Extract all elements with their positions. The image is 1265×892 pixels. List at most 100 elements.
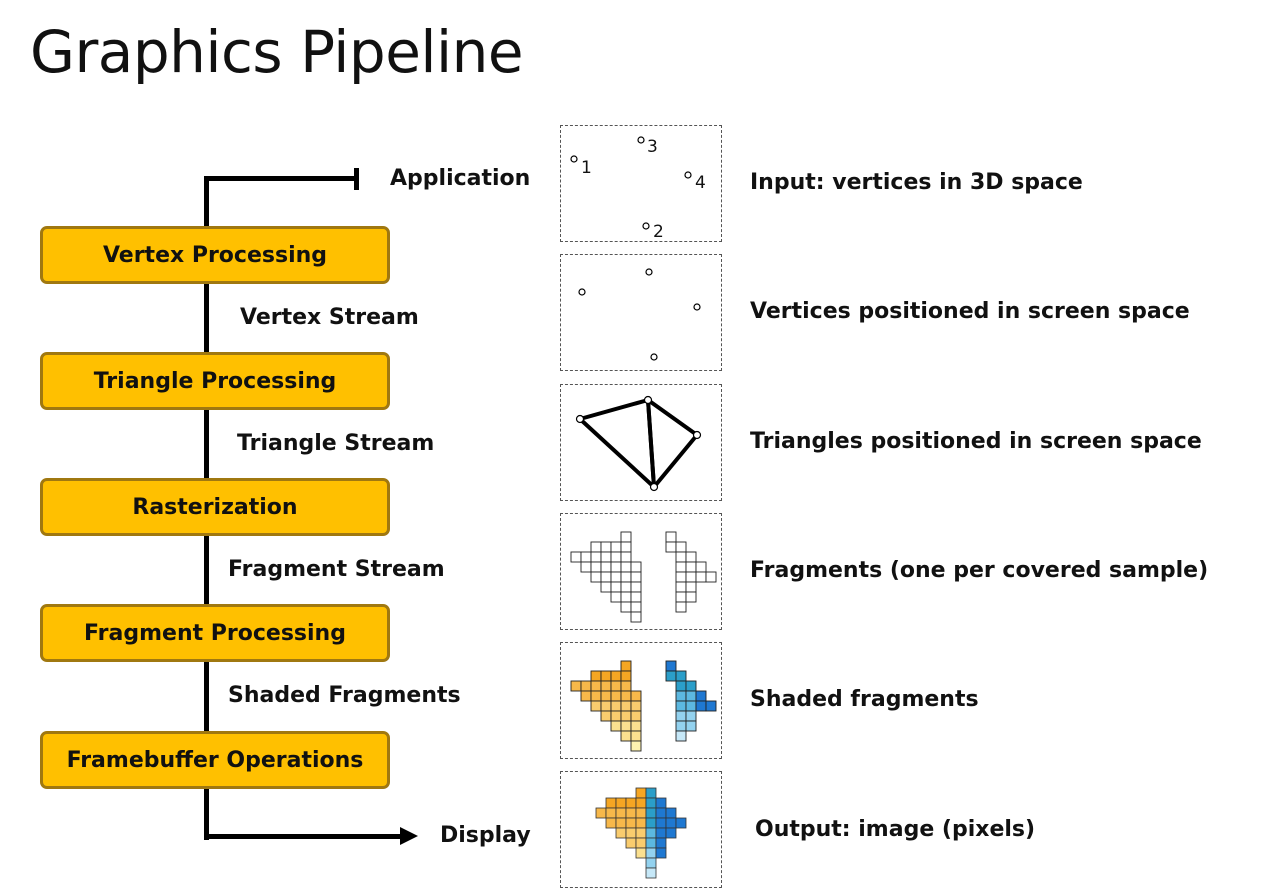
output-pixel (605, 807, 617, 819)
fragment-cell (630, 601, 642, 613)
description-shaded: Shaded fragments (750, 687, 979, 712)
application-label: Application (390, 166, 531, 191)
fragment-cell (665, 541, 677, 553)
stage-triangle-processing: Triangle Processing (40, 352, 390, 410)
vertex-point (693, 303, 701, 311)
output-pixel (635, 847, 647, 859)
fragment-cell (600, 700, 612, 712)
stream-shaded-fragments: Shaded Fragments (228, 683, 461, 708)
fragment-cell (600, 690, 612, 702)
output-pixel (645, 837, 657, 849)
fragment-cell (590, 680, 602, 692)
output-pixel (635, 807, 647, 819)
vertex-label: 3 (647, 137, 658, 157)
fragment-cell (685, 720, 697, 732)
fragment-cell (695, 571, 707, 583)
display-arrow-icon (400, 827, 418, 845)
fragment-cell (675, 730, 687, 742)
fragments-svg (570, 531, 717, 623)
vertex-point (570, 155, 578, 163)
fragment-cell (620, 601, 632, 613)
fragment-cell (580, 680, 592, 692)
description-output: Output: image (pixels) (755, 817, 1036, 842)
fragment-cell (590, 571, 602, 583)
output-pixel (615, 827, 627, 839)
fragment-cell (685, 700, 697, 712)
fragment-cell (675, 601, 687, 613)
fragment-cell (675, 581, 687, 593)
output-pixel (655, 827, 667, 839)
fragment-cell (675, 700, 687, 712)
fragment-cell (685, 680, 697, 692)
fragment-cell (580, 551, 592, 563)
stage-label: Framebuffer Operations (66, 747, 364, 773)
fragment-cell (630, 740, 642, 752)
output-pixel (655, 847, 667, 859)
stage-label: Rasterization (132, 494, 298, 520)
fragment-cell (620, 531, 632, 543)
fragment-cell (610, 591, 622, 603)
panel-output-image (560, 771, 722, 888)
fragment-cell (580, 690, 592, 702)
fragment-cell (610, 720, 622, 732)
fragment-cell (620, 690, 632, 702)
fragment-cell (685, 690, 697, 702)
fragment-cell (675, 720, 687, 732)
fragment-cell (590, 541, 602, 553)
fragment-cell (630, 591, 642, 603)
fragment-cell (600, 670, 612, 682)
fragment-cell (620, 561, 632, 573)
fragment-cell (685, 710, 697, 722)
triangle-left (578, 398, 656, 489)
vertex-label: 2 (653, 222, 664, 242)
panel-input-vertices: 1 2 3 4 (560, 125, 722, 242)
fragment-cell (620, 670, 632, 682)
fragment-cell (695, 700, 707, 712)
stage-vertex-processing: Vertex Processing (40, 226, 390, 284)
output-pixel (645, 807, 657, 819)
fragment-cell (580, 561, 592, 573)
vertex-point (650, 353, 658, 361)
fragment-cell (695, 561, 707, 573)
fragment-cell (705, 700, 717, 712)
stream-fragment: Fragment Stream (228, 557, 445, 582)
fragment-cell (685, 551, 697, 563)
fragment-cell (620, 660, 632, 672)
fragment-cell (685, 591, 697, 603)
fragment-cell (675, 670, 687, 682)
vertex-point (578, 288, 586, 296)
stage-fragment-processing: Fragment Processing (40, 604, 390, 662)
fragment-cell (600, 581, 612, 593)
output-pixel (665, 817, 677, 829)
output-pixel (645, 827, 657, 839)
output-pixel (655, 807, 667, 819)
output-pixel (615, 807, 627, 819)
fragment-cell (675, 561, 687, 573)
stage-framebuffer-operations: Framebuffer Operations (40, 731, 390, 789)
fragment-cell (695, 690, 707, 702)
output-pixel (655, 817, 667, 829)
fragment-cell (610, 571, 622, 583)
fragment-cell (570, 551, 582, 563)
output-pixel (605, 817, 617, 829)
fragment-cell (665, 531, 677, 543)
stage-rasterization: Rasterization (40, 478, 390, 536)
description-fragments: Fragments (one per covered sample) (750, 558, 1209, 583)
application-tee (354, 168, 359, 190)
panel-shaded-fragments (560, 642, 722, 759)
description-input: Input: vertices in 3D space (750, 170, 1083, 195)
fragment-cell (675, 591, 687, 603)
output-pixel (615, 817, 627, 829)
output-pixel (625, 817, 637, 829)
fragment-cell (705, 571, 717, 583)
panel-triangles (560, 384, 722, 501)
fragment-cell (620, 581, 632, 593)
fragment-cell (630, 710, 642, 722)
stream-triangle: Triangle Stream (237, 431, 435, 456)
fragment-cell (630, 730, 642, 742)
fragment-cell (675, 571, 687, 583)
fragment-cell (665, 670, 677, 682)
output-pixel (605, 797, 617, 809)
fragment-cell (570, 680, 582, 692)
vertex-label: 1 (581, 158, 592, 178)
